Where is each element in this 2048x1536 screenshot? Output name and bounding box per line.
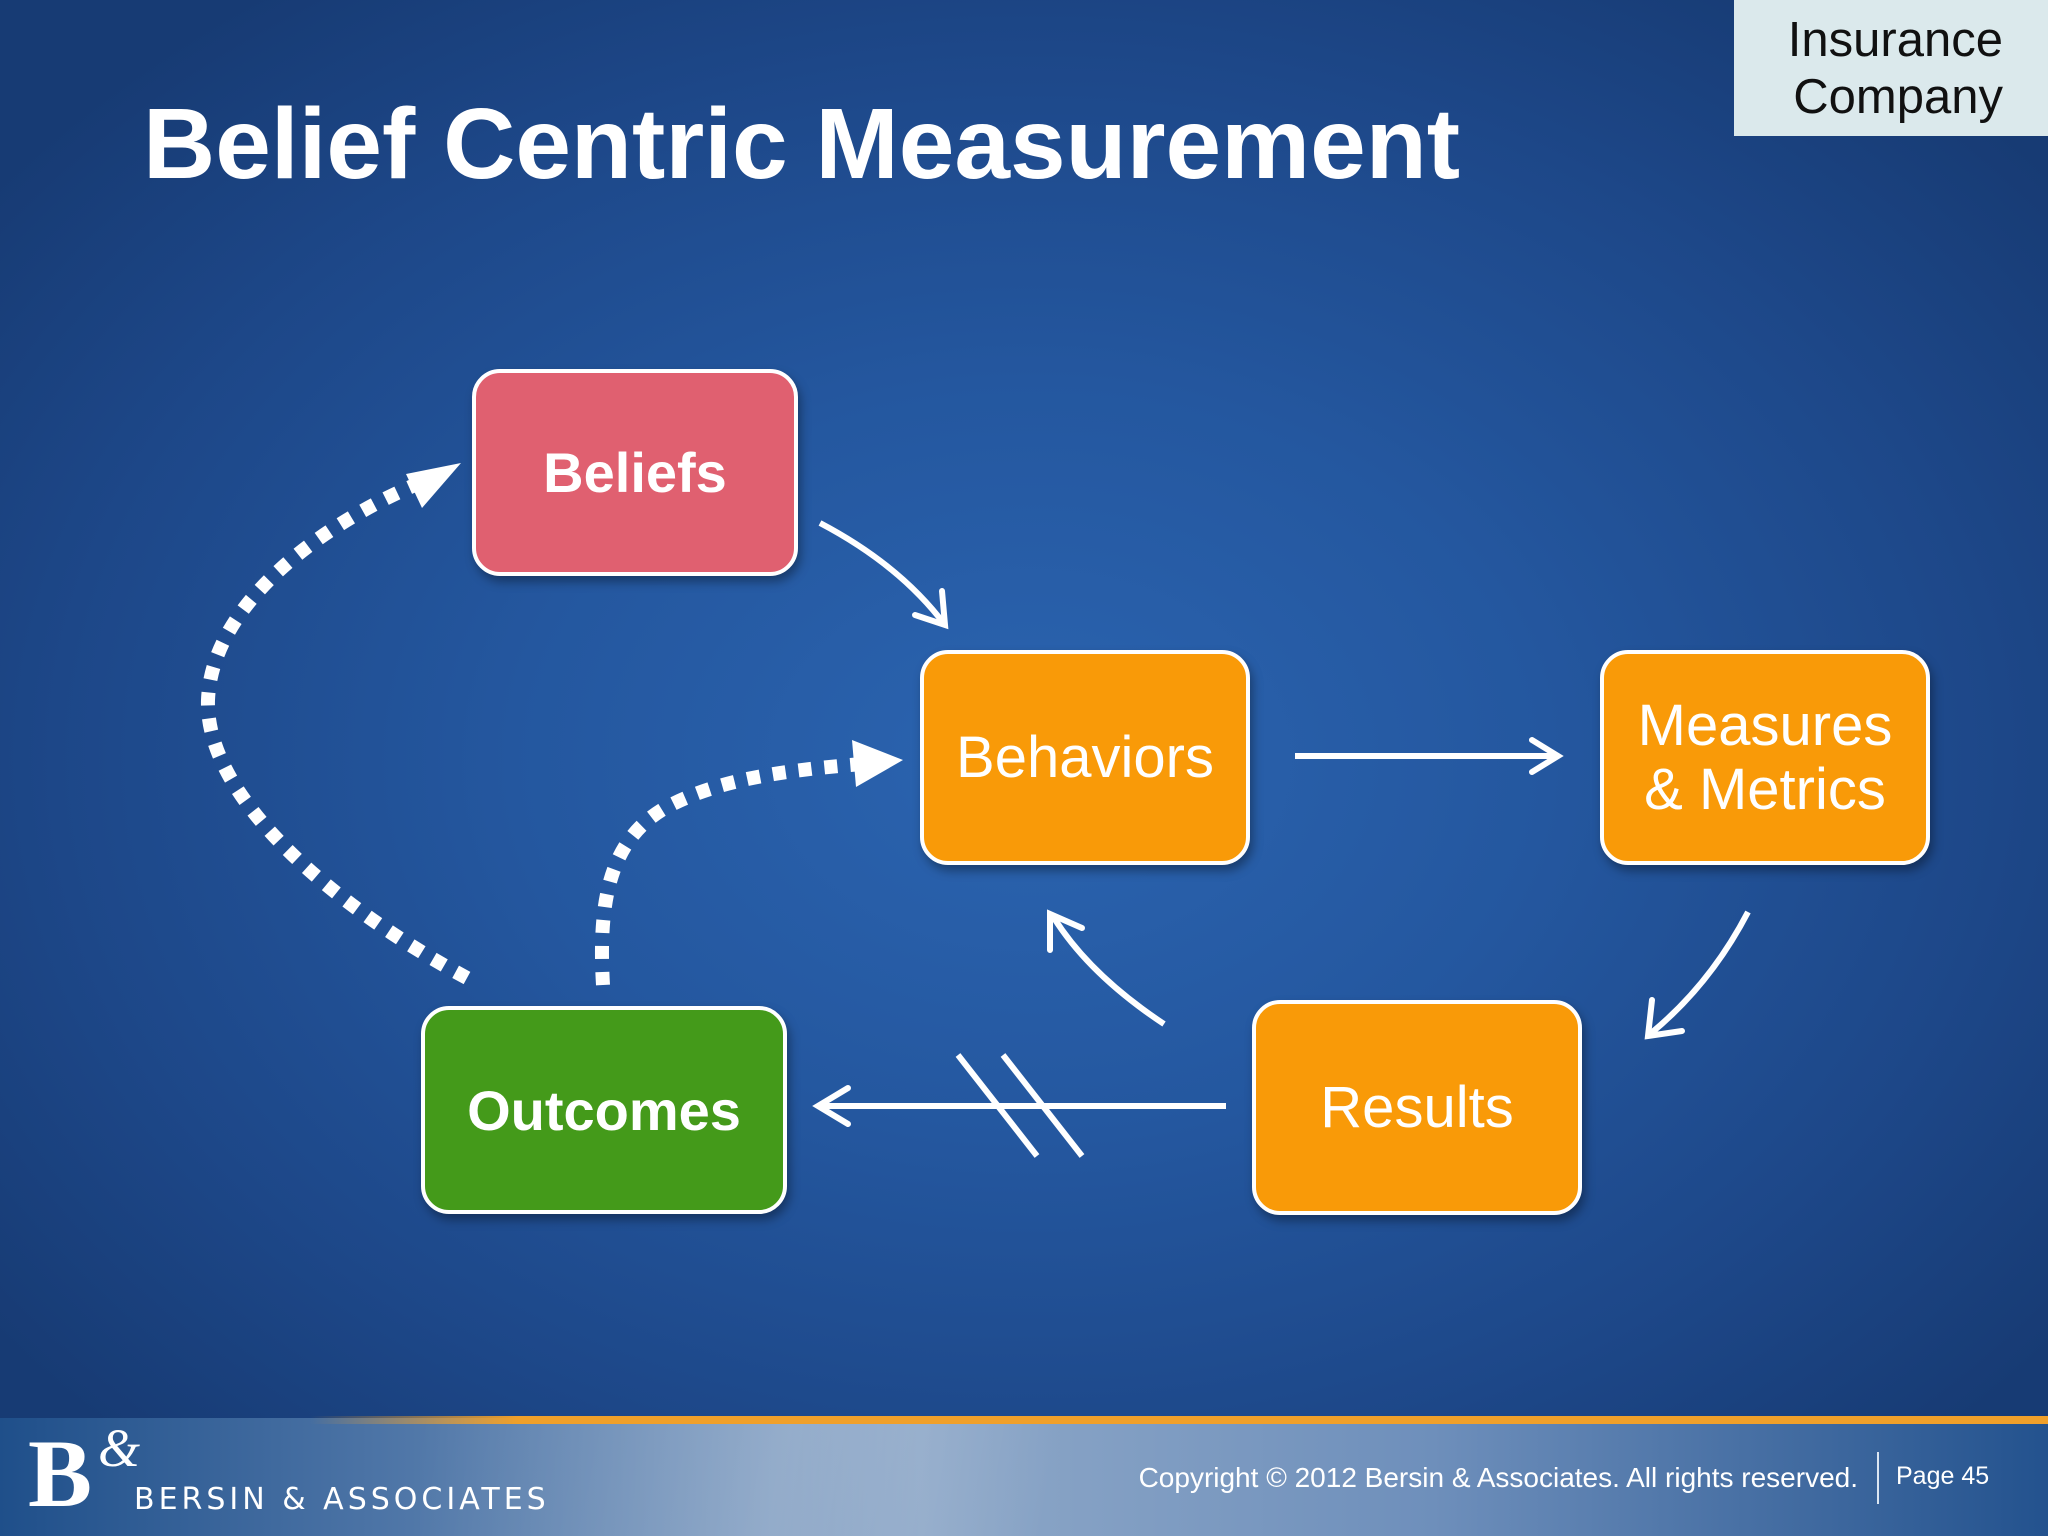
- node-beliefs: Beliefs: [472, 369, 798, 576]
- bersin-logo-text: BERSIN & ASSOCIATES: [134, 1482, 550, 1517]
- break-mark-2: [1000, 1053, 1085, 1158]
- footer-accent-bar: [310, 1416, 2048, 1424]
- arrow-measures-to-results: [1644, 910, 1751, 1040]
- break-mark-1: [955, 1053, 1040, 1158]
- company-tag-line2: Company: [1793, 70, 2003, 124]
- footer: [0, 1418, 2048, 1536]
- node-behaviors: Behaviors: [920, 650, 1250, 865]
- company-tag: Insurance Company: [1734, 0, 2048, 136]
- node-outcomes: Outcomes: [421, 1006, 787, 1214]
- footer-stripe: [420, 1418, 1320, 1536]
- node-measures-metrics: Measures & Metrics: [1600, 650, 1930, 865]
- arrow-behaviors-to-measures: [1295, 737, 1564, 775]
- node-measures-label-line2: & Metrics: [1644, 756, 1886, 822]
- arrow-beliefs-to-behaviors: [818, 520, 949, 630]
- dotted-arrow-outcomes-to-behaviors: [594, 740, 903, 986]
- bersin-logo-ampersand: &: [98, 1418, 141, 1478]
- node-results: Results: [1252, 1000, 1582, 1215]
- arrow-results-to-outcomes: [812, 1053, 1226, 1158]
- arrow-results-to-behaviors: [1047, 909, 1166, 1027]
- footer-divider: [1877, 1452, 1879, 1504]
- node-measures-label-line1: Measures: [1637, 692, 1893, 758]
- slide-title: Belief Centric Measurement: [143, 88, 1461, 200]
- node-behaviors-label: Behaviors: [956, 724, 1214, 790]
- page-number: Page 45: [1896, 1462, 1990, 1490]
- node-results-label: Results: [1320, 1074, 1514, 1140]
- node-beliefs-label: Beliefs: [543, 441, 727, 504]
- node-outcomes-label: Outcomes: [467, 1078, 741, 1142]
- copyright-text: Copyright © 2012 Bersin & Associates. Al…: [1138, 1462, 1858, 1493]
- dotted-arrow-outcomes-to-beliefs: [200, 463, 471, 985]
- bersin-logo-letter: B: [28, 1420, 93, 1527]
- company-tag-line1: Insurance: [1787, 13, 2003, 67]
